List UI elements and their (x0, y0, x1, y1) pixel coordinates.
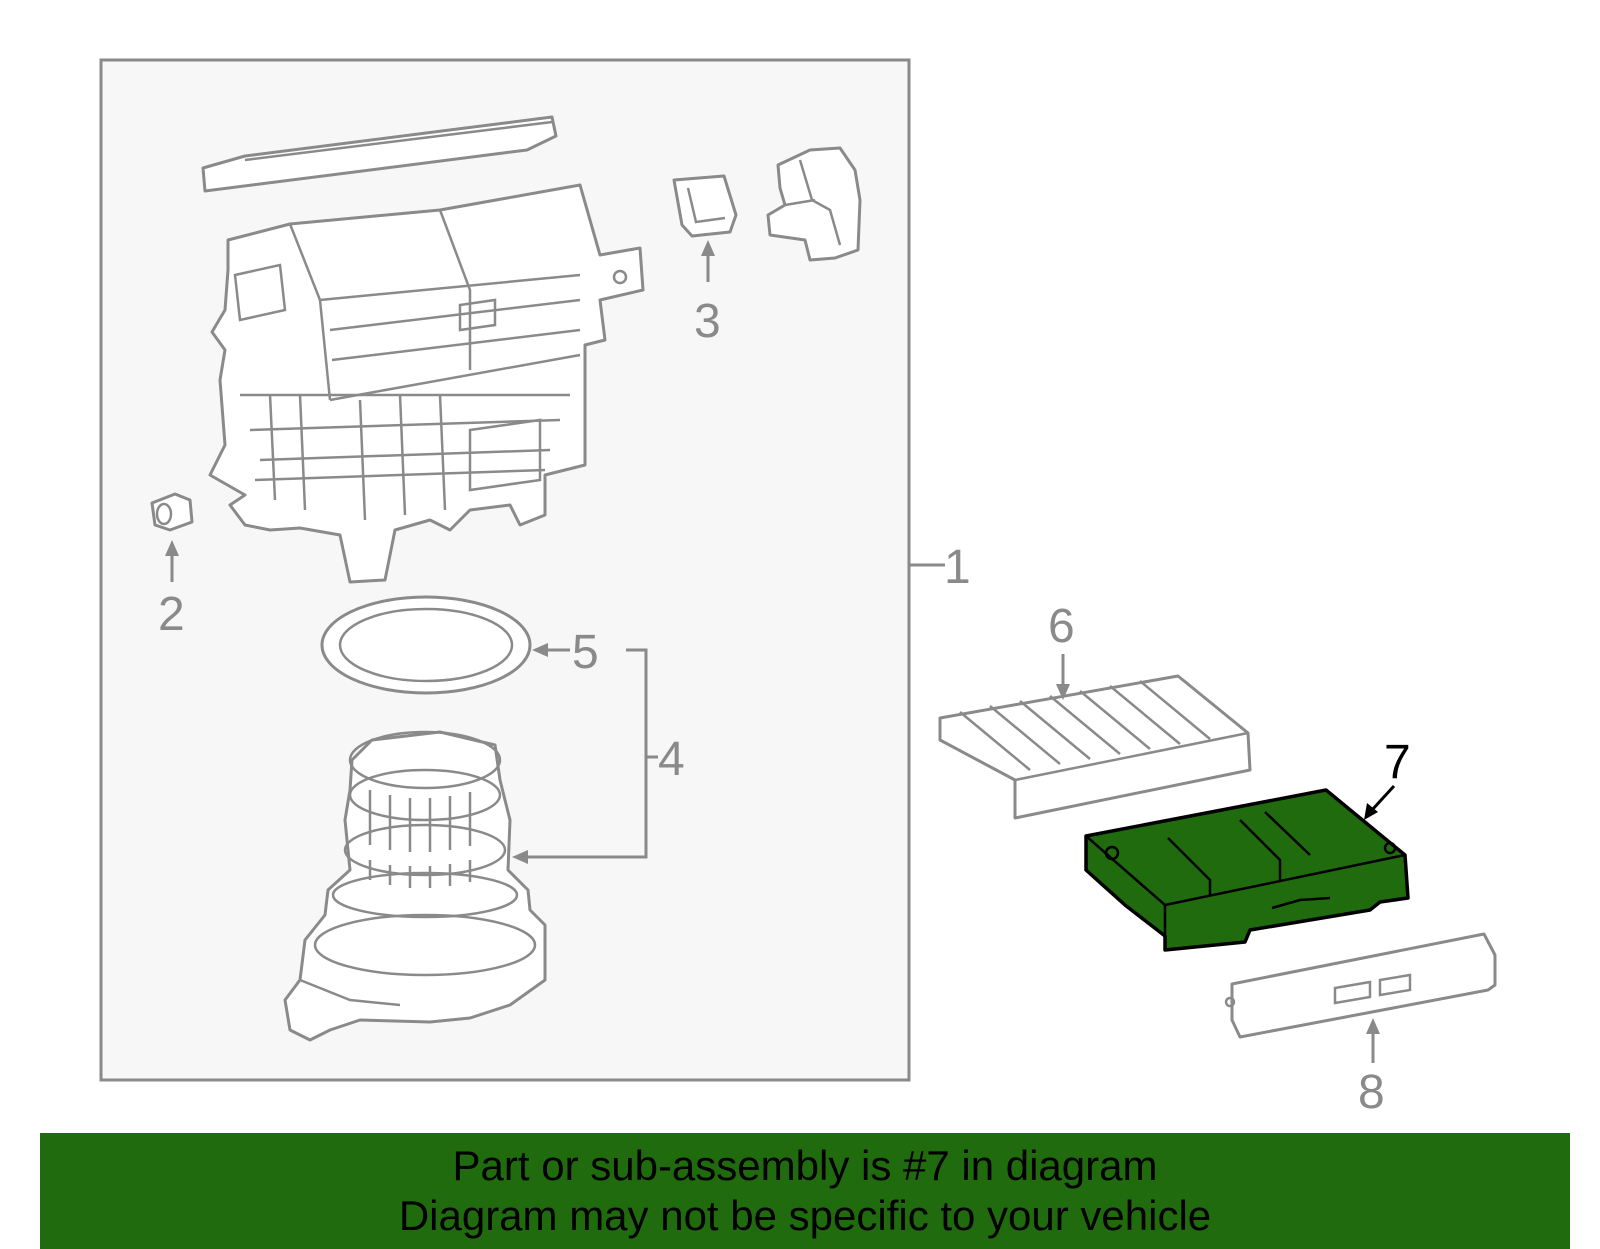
hvac-housing[interactable] (208, 183, 645, 584)
filter-holder-highlighted[interactable] (1084, 788, 1410, 952)
blower-motor[interactable] (283, 730, 547, 1042)
callout-5: 5 (572, 626, 599, 679)
callout-1: 1 (944, 541, 971, 594)
gasket-ring[interactable] (320, 595, 532, 695)
info-banner: Part or sub-assembly is #7 in diagram Di… (40, 1133, 1570, 1249)
parts-diagram: 1 2 3 4 5 6 7 8 (99, 58, 1497, 1119)
banner-line-part: Part or sub-assembly is #7 in diagram (452, 1142, 1158, 1189)
leader-lines (165, 240, 1396, 1063)
callout-7: 7 (1384, 736, 1411, 789)
callout-2: 2 (158, 588, 185, 641)
bracket[interactable] (672, 174, 738, 238)
callout-4: 4 (658, 733, 685, 786)
callout-6: 6 (1048, 600, 1075, 653)
seal-strip[interactable] (201, 115, 558, 193)
cabin-filter[interactable] (938, 674, 1252, 820)
grommet[interactable] (150, 492, 194, 532)
callout-3: 3 (694, 295, 721, 348)
actuator[interactable] (766, 146, 862, 262)
filter-access-cover[interactable] (1224, 932, 1497, 1039)
callout-8: 8 (1358, 1066, 1385, 1119)
banner-line-disclaimer: Diagram may not be specific to your vehi… (398, 1192, 1212, 1239)
